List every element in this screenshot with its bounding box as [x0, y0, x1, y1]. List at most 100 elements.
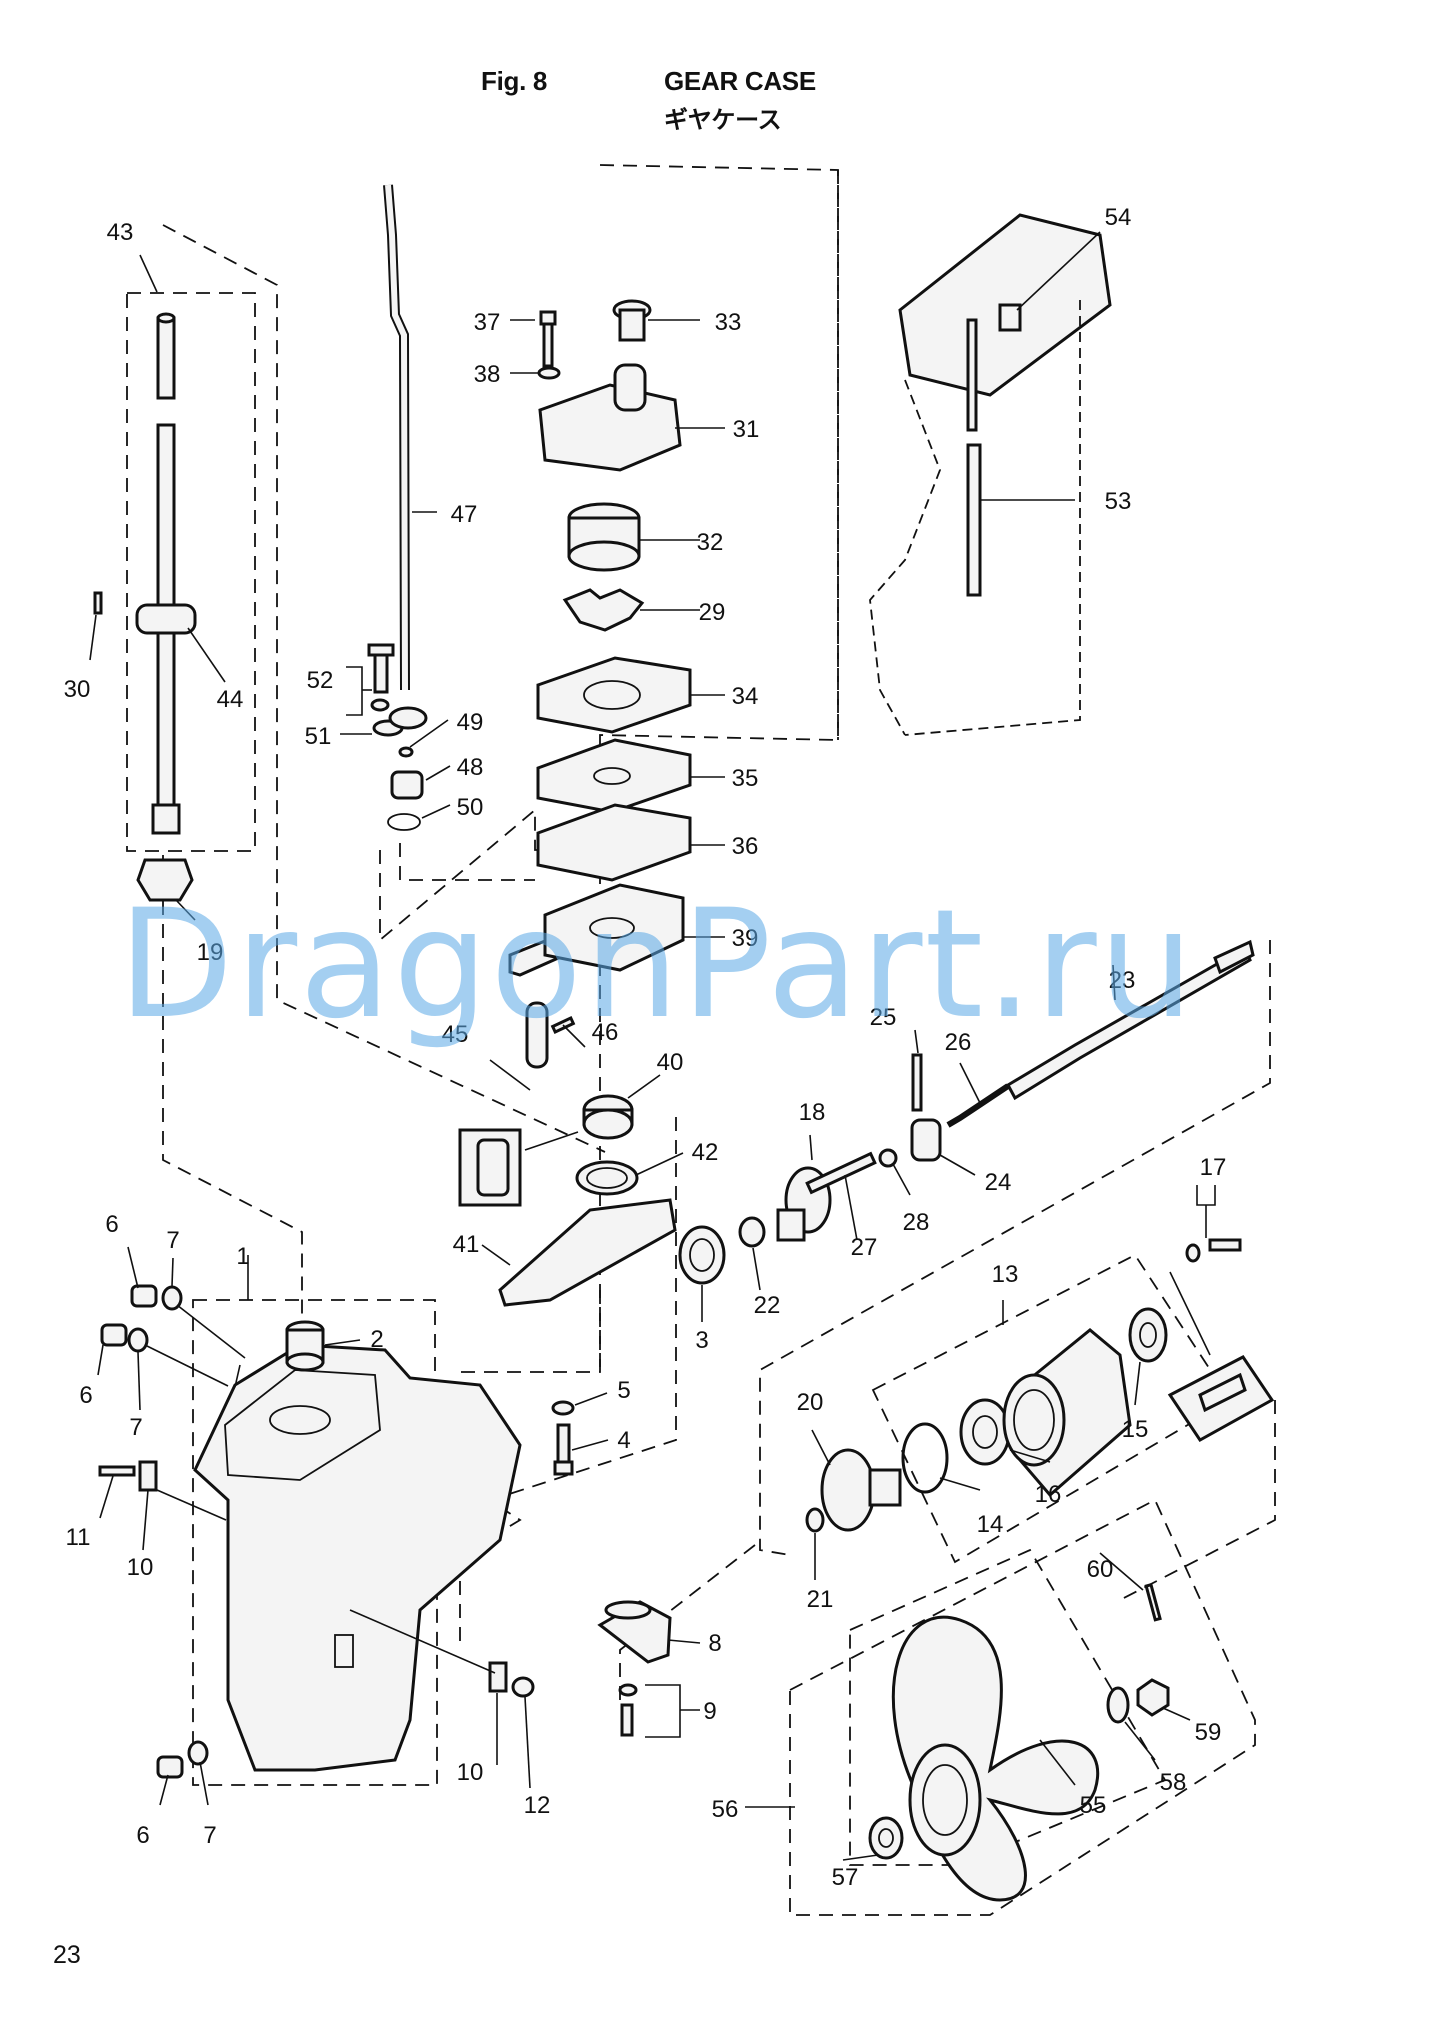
callout-48: 48: [457, 754, 484, 781]
callout-44: 44: [217, 686, 244, 713]
callout-6-bottom: 6: [136, 1822, 149, 1849]
part-seal-42: [575, 1160, 639, 1196]
callout-3: 3: [695, 1327, 708, 1354]
callout-10-right: 10: [457, 1759, 484, 1786]
part-gasket-41: [498, 1198, 677, 1307]
callout-28: 28: [903, 1209, 930, 1236]
part-bearing-40: [582, 1094, 634, 1140]
guide-line-anode: [619, 1544, 756, 1700]
part-holder-13: [1002, 1328, 1132, 1498]
callout-51: 51: [305, 723, 332, 750]
callout-10-left: 10: [127, 1554, 154, 1581]
callout-46: 46: [592, 1019, 619, 1046]
part-bolt-4-washer-5: [551, 1400, 575, 1476]
callout-33: 33: [715, 309, 742, 336]
figure-label: Fig. 8: [481, 66, 548, 96]
part-bushing-2: [285, 1320, 325, 1372]
part-bolt-52: [367, 643, 395, 694]
guide-line-shift-rod-2: [399, 843, 535, 881]
callout-30: 30: [64, 676, 91, 703]
guide-line-case: [460, 1290, 601, 1373]
callout-15: 15: [1122, 1416, 1149, 1443]
callout-19: 19: [197, 939, 224, 966]
callout-57: 57: [832, 1864, 859, 1891]
callout-60: 60: [1087, 1556, 1114, 1583]
watermark-text: DragonPart.ru: [118, 878, 1196, 1052]
guide-line-holder: [1119, 1400, 1276, 1601]
part-seal-33: [612, 299, 652, 342]
part-detail-inset: [1167, 1271, 1275, 1442]
callout-59: 59: [1195, 1719, 1222, 1746]
callout-41: 41: [453, 1231, 480, 1258]
callout-11: 11: [66, 1524, 91, 1551]
callout-55: 55: [1080, 1792, 1107, 1819]
callout-25: 25: [870, 1004, 897, 1031]
part-o-ring-14-bearing-16: [901, 1398, 1011, 1494]
part-drive-shaft: [151, 312, 181, 835]
diagram-title-jp: ギヤケース: [664, 106, 782, 134]
part-bearing-44: [135, 603, 197, 635]
group-box-propeller: [849, 1548, 1167, 1866]
callout-38: 38: [474, 361, 501, 388]
callout-5: 5: [617, 1377, 630, 1404]
part-insert-cartridge-32: [567, 502, 641, 572]
callout-58: 58: [1160, 1769, 1187, 1796]
part-impeller-29: [562, 588, 645, 632]
guide-line-bearing: [459, 1117, 677, 1650]
part-gasket-36: [536, 803, 692, 882]
callout-26: 26: [945, 1029, 972, 1056]
part-exhaust-tube-53-54: [869, 213, 1112, 736]
part-pump-housing-31: [538, 363, 682, 472]
part-bolt-37: [537, 310, 561, 380]
part-reverse-gear-20: [805, 1448, 902, 1533]
callout-17: 17: [1200, 1154, 1227, 1181]
guide-line-drive-shaft: [162, 224, 606, 1153]
callout-47: 47: [451, 501, 478, 528]
part-plugs-6-7: [100, 1284, 209, 1779]
part-spacer-57: [868, 1816, 904, 1860]
callout-56: 56: [712, 1796, 739, 1823]
callout-23: 23: [1109, 967, 1136, 994]
group-box-43: [126, 292, 256, 852]
part-washer-58-nut-59-pin-60: [1106, 1582, 1170, 1724]
callout-6-top: 6: [105, 1211, 118, 1238]
callout-43: 43: [107, 219, 134, 246]
part-plunger-27-28: [805, 1148, 898, 1195]
part-bolt-17: [1185, 1238, 1242, 1263]
part-washers-51-49-48-50: [370, 698, 428, 831]
callout-12: 12: [524, 1792, 551, 1819]
callout-45: 45: [442, 1021, 469, 1048]
diagram-title: GEAR CASE: [664, 66, 816, 96]
callout-39: 39: [732, 925, 759, 952]
callout-49: 49: [457, 709, 484, 736]
callout-36: 36: [732, 833, 759, 860]
part-pinion-gear-19: [136, 858, 194, 902]
callout-29: 29: [699, 599, 726, 626]
part-plate-35: [536, 738, 692, 814]
part-propeller-shaft-23: [1005, 939, 1255, 1101]
callout-54: 54: [1105, 204, 1132, 231]
part-bearing-3-washer-22: [678, 1216, 766, 1285]
callout-40: 40: [657, 1049, 684, 1076]
callout-42: 42: [692, 1139, 719, 1166]
assembly-guide-lines: [126, 164, 1276, 1916]
callout-14: 14: [977, 1511, 1004, 1538]
leader-lines: [89, 231, 1216, 1861]
callout-22: 22: [754, 1292, 781, 1319]
callout-50: 50: [457, 794, 484, 821]
callout-6-mid: 6: [79, 1382, 92, 1409]
callout-7-bottom: 7: [203, 1822, 216, 1849]
group-box-56: [789, 1498, 1256, 1916]
part-shift-lever-45: [508, 932, 576, 1069]
callout-24: 24: [985, 1169, 1012, 1196]
callout-16: 16: [1035, 1481, 1062, 1508]
guide-line-water-tube: [599, 170, 839, 1372]
callout-52: 52: [307, 667, 334, 694]
callout-numbers: 1 2 3 4 5 6 6 6 7 7 7 8 9 10 10 11 12 13…: [64, 204, 1227, 1891]
part-gear-case-1: [193, 1343, 522, 1772]
part-anode-8-bolt-9: [597, 1600, 672, 1737]
part-gasket-34: [536, 656, 692, 734]
callout-31: 31: [733, 416, 760, 443]
part-pump-case-39: [543, 883, 685, 972]
